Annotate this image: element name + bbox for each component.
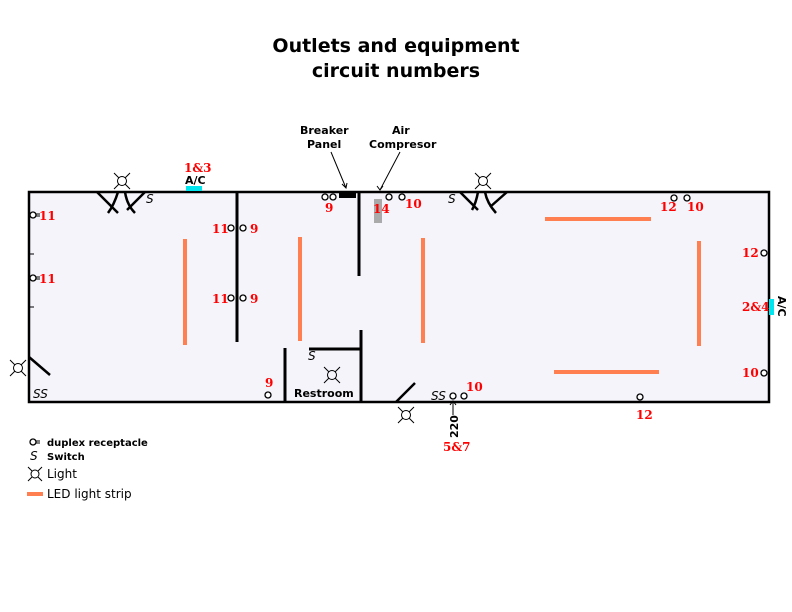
circuit-label: 11 [212, 222, 229, 236]
ac-right-circuit: 2&4 [742, 300, 770, 314]
legend-receptacle: duplex receptacle [47, 438, 148, 449]
breaker-label-2: Panel [307, 138, 341, 151]
ac-right-label: A/C [775, 296, 788, 317]
circuit-label: 12 [660, 200, 677, 214]
compressor-label-2: Compresor [369, 138, 437, 151]
breaker-arrow [330, 151, 348, 190]
restroom-label: Restroom [294, 387, 354, 400]
legend-led: LED light strip [47, 487, 132, 501]
circuit-label: 9 [325, 201, 333, 215]
circuit-label: 10 [466, 380, 483, 394]
220-circuit: 5&7 [443, 440, 471, 454]
light-icon [27, 466, 43, 482]
circuit-label: 11 [39, 209, 56, 223]
220-arrow [449, 400, 457, 415]
light-icons [9, 172, 492, 424]
switch-symbol: S [146, 192, 154, 206]
circuit-label: 9 [250, 222, 258, 236]
doors [28, 191, 508, 403]
switch-icon: S [30, 449, 38, 463]
circuit-label: 12 [742, 246, 759, 260]
title-line-2: circuit numbers [312, 60, 480, 82]
light-icon [9, 359, 27, 377]
220-label: 220 [448, 415, 461, 438]
light-icon [397, 406, 415, 424]
circuit-label: 14 [373, 202, 390, 216]
compressor-arrow [376, 151, 401, 191]
legend-light: Light [47, 467, 77, 481]
receptacles [29, 193, 768, 401]
switch-symbol: S [308, 349, 316, 363]
legend-switch: Switch [47, 452, 85, 463]
breaker-label-1: Breaker [300, 124, 349, 137]
led-strips [183, 217, 701, 374]
interior-walls [29, 192, 363, 402]
circuit-label: 10 [405, 197, 422, 211]
light-icon [113, 172, 131, 190]
circuit-label: 12 [636, 408, 653, 422]
title-line-1: Outlets and equipment [272, 35, 519, 57]
circuit-label: 11 [39, 272, 56, 286]
receptacle-icon [29, 438, 37, 446]
circuit-label: 9 [265, 376, 273, 390]
air-compressor [374, 199, 382, 223]
switch-symbol: S [448, 192, 456, 206]
ac-unit-top [186, 186, 202, 191]
legend: duplex receptacle S Switch Light LED lig… [27, 438, 148, 501]
circuit-label: 11 [212, 292, 229, 306]
switch-symbol: SS [33, 387, 48, 401]
switch-symbol: SS [431, 389, 446, 403]
light-icon [474, 172, 492, 190]
compressor-label-1: Air [392, 124, 410, 137]
breaker-panel [339, 193, 356, 198]
ac-unit-right [769, 299, 774, 315]
circuit-label: 10 [742, 366, 759, 380]
circuit-label: 10 [687, 200, 704, 214]
ac-top-circuit: 1&3 [184, 161, 212, 175]
light-icon [323, 366, 341, 384]
ac-top-label: A/C [185, 174, 206, 187]
building-outline [27, 190, 771, 404]
circuit-label: 9 [250, 292, 258, 306]
